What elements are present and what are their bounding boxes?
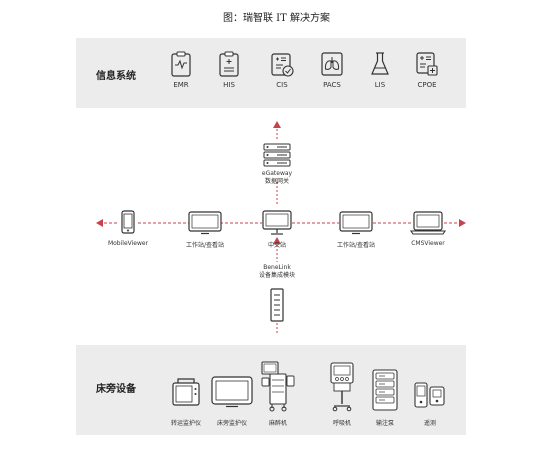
his-clipboard-icon [218, 51, 240, 77]
system-label: LIS [374, 81, 386, 89]
system-label: CIS [276, 81, 288, 89]
emr-clipboard-icon [170, 51, 192, 77]
bedside-devices-label: 床旁设备 [96, 384, 136, 395]
transport-monitor-icon [172, 377, 200, 411]
egateway-name: eGateway [261, 170, 293, 177]
central-station-monitor-icon [262, 210, 292, 240]
benelink-label: BeneLink 设备集成模块 [247, 264, 307, 280]
system-his[interactable]: HIS [206, 51, 252, 89]
info-systems-label: 信息系统 [96, 71, 136, 82]
device-label: 麻醉机 [268, 420, 287, 427]
device-label: 输注泵 [375, 420, 394, 427]
device-label: 床旁监护仪 [216, 420, 247, 427]
egateway-server-icon [263, 143, 291, 171]
system-label: EMR [173, 81, 189, 89]
benelink-desc: 设备集成模块 [258, 272, 295, 279]
node-workstation-left-label: 工作站/查看站 [185, 242, 225, 249]
device-label: 遥测 [423, 420, 436, 427]
egateway-desc: 数据网关 [264, 178, 289, 185]
egateway-label: eGateway 数据网关 [247, 170, 307, 186]
cis-form-check-icon [271, 51, 294, 77]
system-emr[interactable]: EMR [158, 51, 204, 89]
telemetry-device-icon [414, 381, 446, 413]
cpoe-order-icon [416, 51, 438, 77]
system-cis[interactable]: CIS [259, 51, 305, 89]
system-label: CPOE [417, 81, 437, 89]
benelink-name: BeneLink [263, 264, 291, 271]
device-label: 转运监护仪 [170, 420, 201, 427]
pacs-lungs-icon [321, 51, 343, 77]
benelink-module-icon [270, 288, 284, 326]
infusion-pump-rack-icon [372, 369, 398, 415]
system-cpoe[interactable]: CPOE [404, 51, 450, 89]
system-lis[interactable]: LIS [357, 51, 403, 89]
system-label: HIS [223, 81, 235, 89]
bedside-monitor-icon [211, 376, 253, 412]
workstation-right-monitor-icon [339, 211, 373, 239]
anesthesia-machine-icon [260, 360, 296, 416]
node-cmsviewer-label: CMSViewer [411, 240, 445, 247]
node-mobileviewer-label: MobileViewer [107, 240, 149, 247]
device-label: 呼吸机 [332, 420, 351, 427]
info-systems-panel [76, 38, 466, 108]
system-label: PACS [323, 81, 341, 89]
figure-caption: 图：瑞智联 IT 解决方案 [223, 13, 330, 24]
node-central-station-label: 中央站 [267, 242, 286, 249]
laptop-icon [409, 211, 447, 239]
lis-flask-icon [369, 51, 391, 77]
mobile-phone-icon [121, 210, 135, 238]
workstation-left-monitor-icon [188, 211, 222, 239]
node-workstation-right-label: 工作站/查看站 [336, 242, 376, 249]
ventilator-icon [330, 362, 354, 416]
system-pacs[interactable]: PACS [309, 51, 355, 89]
